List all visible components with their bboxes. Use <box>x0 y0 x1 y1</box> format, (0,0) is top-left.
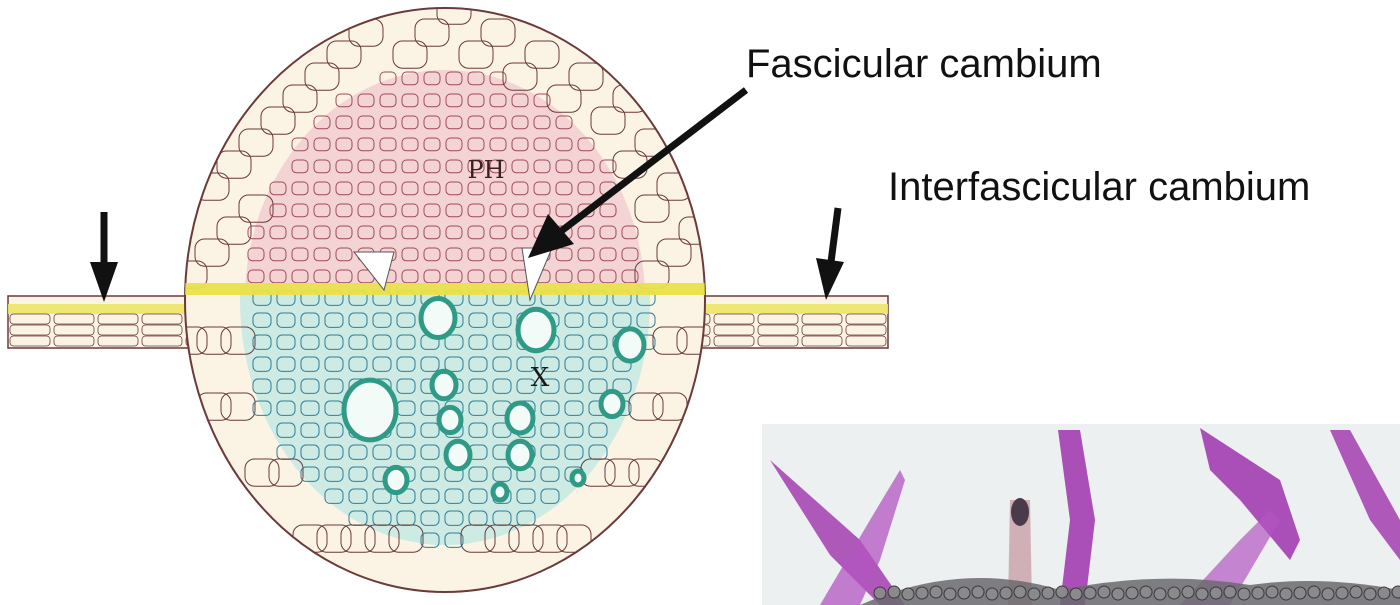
micro-cell <box>972 586 984 598</box>
vascular-bundle <box>173 0 740 592</box>
micro-cell <box>944 588 956 600</box>
micro-cell <box>1070 588 1082 600</box>
micro-cell <box>1224 586 1236 598</box>
xylem-vessel <box>432 371 456 399</box>
micro-cell <box>1392 586 1400 598</box>
micro-cell <box>874 587 886 599</box>
micro-cell <box>1126 587 1138 599</box>
micro-cell <box>1252 587 1264 599</box>
epidermis-cells <box>860 578 1400 605</box>
micro-cell <box>1112 588 1124 600</box>
micro-cell <box>1098 586 1110 598</box>
micro-cell <box>986 588 998 600</box>
micro-cell <box>1238 588 1250 600</box>
micro-cell <box>888 586 900 598</box>
xylem-vessel <box>601 391 623 416</box>
micro-cell <box>916 587 928 599</box>
arrow-down-left-icon <box>90 212 118 302</box>
xylem-vessel <box>439 407 461 432</box>
xylem-vessel <box>385 467 407 492</box>
micro-cell <box>1028 588 1040 600</box>
micro-cell <box>1042 587 1054 599</box>
xylem-vessel <box>344 380 396 440</box>
micro-cell <box>902 588 914 600</box>
cambium-band <box>180 283 740 295</box>
micro-cell <box>1014 586 1026 598</box>
micro-cell <box>1266 586 1278 598</box>
fascicular-cambium-label: Fascicular cambium <box>746 44 1102 84</box>
phloem-label: PH <box>467 156 504 184</box>
xylem-vessel <box>507 403 533 433</box>
micro-cell <box>1210 587 1222 599</box>
micro-cell <box>1000 587 1012 599</box>
micro-cell <box>958 587 970 599</box>
micro-cell <box>1196 588 1208 600</box>
micro-cell <box>930 586 942 598</box>
xylem-vessel <box>446 441 470 469</box>
micro-cell <box>1084 587 1096 599</box>
xylem-vessel <box>616 329 644 361</box>
interfascicular-cambium-label: Interfascicular cambium <box>888 167 1310 207</box>
xylem-vessel <box>508 441 532 469</box>
micro-cell <box>1294 587 1306 599</box>
micro-cell <box>1322 588 1334 600</box>
micro-cell <box>1280 588 1292 600</box>
micro-cell <box>1378 587 1390 599</box>
micro-cell <box>1154 588 1166 600</box>
micrograph-inset <box>762 424 1400 605</box>
xylem-label: X <box>531 363 550 393</box>
arrow-down-right-icon <box>816 208 844 300</box>
micro-cell <box>1336 587 1348 599</box>
micro-cell <box>1350 586 1362 598</box>
xylem-vessel <box>421 298 455 337</box>
micro-cell <box>1168 587 1180 599</box>
micro-cell <box>1182 586 1194 598</box>
micro-cell <box>1056 586 1068 598</box>
micro-cell <box>1364 588 1376 600</box>
xylem-vessel <box>572 471 584 485</box>
micro-cell <box>1140 586 1152 598</box>
xylem-vessel <box>518 309 554 350</box>
xylem-vessel <box>493 484 507 500</box>
micro-cell <box>1308 586 1320 598</box>
